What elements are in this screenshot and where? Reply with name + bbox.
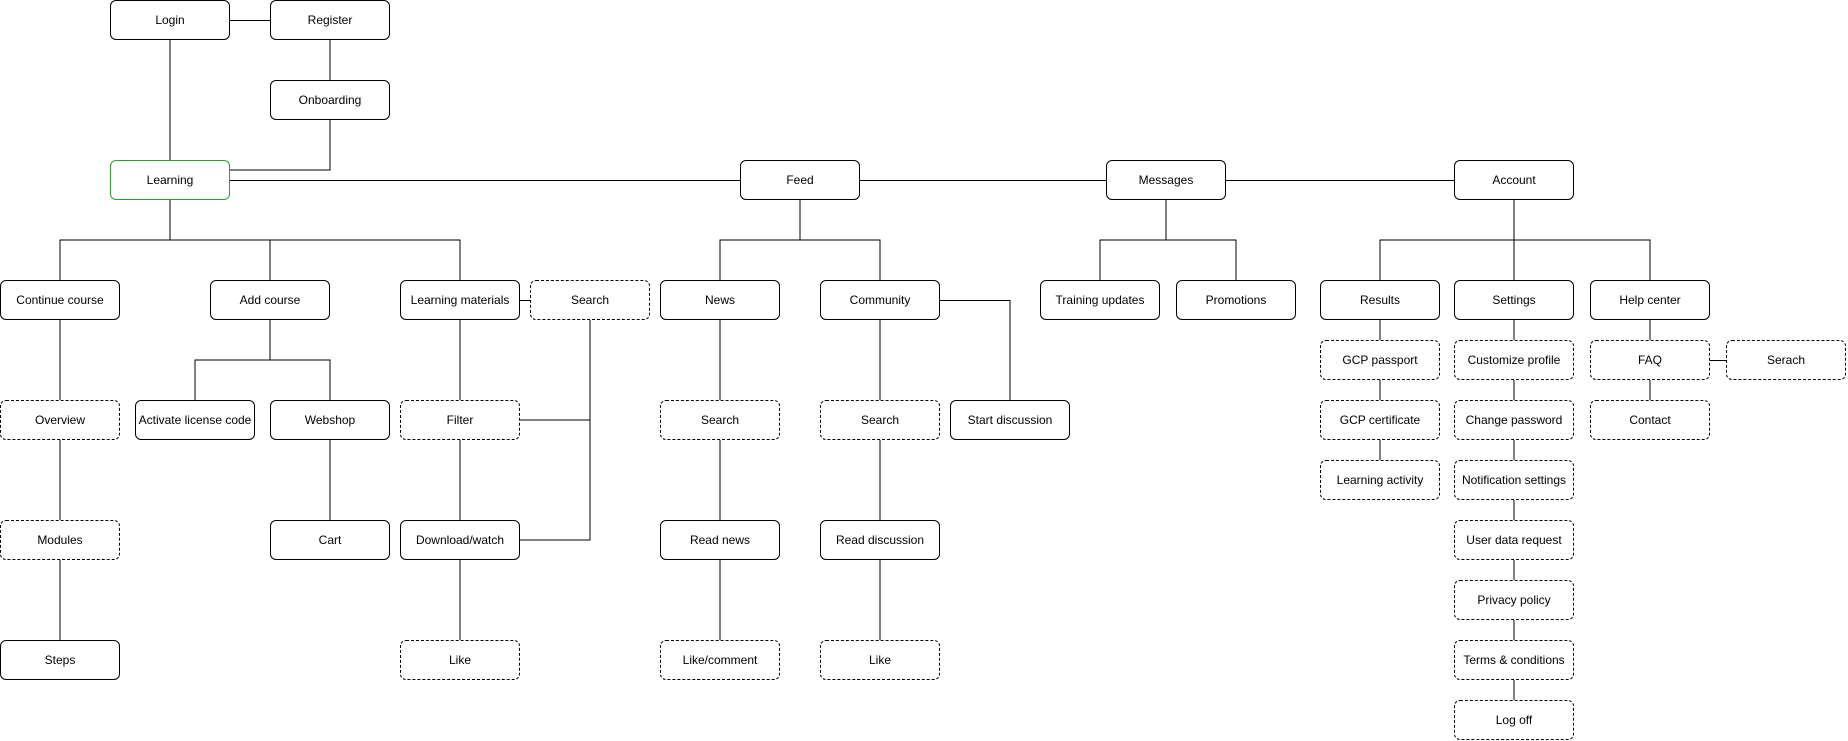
news-search-node[interactable]: Search <box>660 400 780 440</box>
edge-feed-children <box>719 200 881 280</box>
settings-node[interactable]: Settings <box>1454 280 1574 320</box>
learning-materials-search-node[interactable]: Search <box>530 280 650 320</box>
faq-node[interactable]: FAQ <box>1590 340 1710 380</box>
change-password-node[interactable]: Change password <box>1454 400 1574 440</box>
continue-course-node[interactable]: Continue course <box>0 280 120 320</box>
register-node[interactable]: Register <box>270 0 390 40</box>
notification-settings-node[interactable]: Notification settings <box>1454 460 1574 500</box>
start-discussion-node[interactable]: Start discussion <box>950 400 1070 440</box>
like-comment-node[interactable]: Like/comment <box>660 640 780 680</box>
edge-learning-children <box>59 200 461 280</box>
edge-messages-children <box>1099 200 1237 280</box>
edge-community-start <box>940 300 1011 400</box>
training-updates-node[interactable]: Training updates <box>1040 280 1160 320</box>
contact-node[interactable]: Contact <box>1590 400 1710 440</box>
download-watch-node[interactable]: Download/watch <box>400 520 520 560</box>
gcp-passport-node[interactable]: GCP passport <box>1320 340 1440 380</box>
community-search-node[interactable]: Search <box>820 400 940 440</box>
read-discussion-node[interactable]: Read discussion <box>820 520 940 560</box>
news-node[interactable]: News <box>660 280 780 320</box>
privacy-policy-node[interactable]: Privacy policy <box>1454 580 1574 620</box>
webshop-node[interactable]: Webshop <box>270 400 390 440</box>
account-node[interactable]: Account <box>1454 160 1574 200</box>
customize-profile-node[interactable]: Customize profile <box>1454 340 1574 380</box>
steps-node[interactable]: Steps <box>0 640 120 680</box>
feed-node[interactable]: Feed <box>740 160 860 200</box>
promotions-node[interactable]: Promotions <box>1176 280 1296 320</box>
learning-materials-node[interactable]: Learning materials <box>400 280 520 320</box>
community-node[interactable]: Community <box>820 280 940 320</box>
learning-activity-node[interactable]: Learning activity <box>1320 460 1440 500</box>
help-center-node[interactable]: Help center <box>1590 280 1710 320</box>
gcp-certificate-node[interactable]: GCP certificate <box>1320 400 1440 440</box>
learning-materials-like-node[interactable]: Like <box>400 640 520 680</box>
log-off-node[interactable]: Log off <box>1454 700 1574 740</box>
cart-node[interactable]: Cart <box>270 520 390 560</box>
modules-node[interactable]: Modules <box>0 520 120 560</box>
terms-conditions-node[interactable]: Terms & conditions <box>1454 640 1574 680</box>
edge-onboarding-learning <box>230 120 331 171</box>
activate-license-code-node[interactable]: Activate license code <box>135 400 255 440</box>
onboarding-node[interactable]: Onboarding <box>270 80 390 120</box>
filter-node[interactable]: Filter <box>400 400 520 440</box>
login-node[interactable]: Login <box>110 0 230 40</box>
edge-search-filter-download <box>520 320 591 541</box>
messages-node[interactable]: Messages <box>1106 160 1226 200</box>
overview-node[interactable]: Overview <box>0 400 120 440</box>
edge-account-children <box>1379 200 1651 280</box>
community-like-node[interactable]: Like <box>820 640 940 680</box>
add-course-node[interactable]: Add course <box>210 280 330 320</box>
edge-addcourse-children <box>194 320 331 400</box>
results-node[interactable]: Results <box>1320 280 1440 320</box>
read-news-node[interactable]: Read news <box>660 520 780 560</box>
faq-search-node[interactable]: Serach <box>1726 340 1846 380</box>
learning-node[interactable]: Learning <box>110 160 230 200</box>
user-data-request-node[interactable]: User data request <box>1454 520 1574 560</box>
